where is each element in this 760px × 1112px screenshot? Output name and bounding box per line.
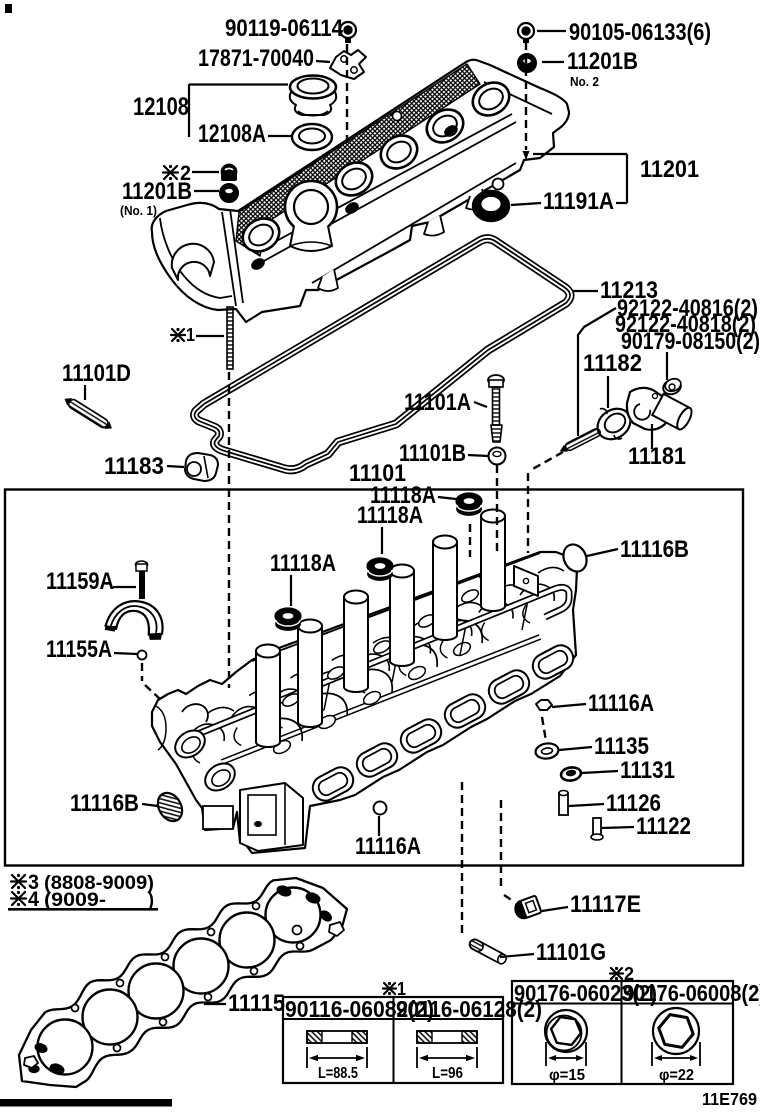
svg-text:(9009-: (9009-: [44, 890, 106, 911]
svg-text:11155A: 11155A: [46, 636, 112, 663]
svg-text:φ=15: φ=15: [549, 1067, 585, 1084]
svg-text:92122-40816(2): 92122-40816(2): [617, 295, 758, 322]
svg-text:11213: 11213: [600, 277, 658, 304]
svg-text:11201: 11201: [640, 156, 699, 183]
svg-text:11183: 11183: [104, 453, 164, 480]
svg-text:11126: 11126: [606, 790, 661, 817]
svg-text:17871-70040: 17871-70040: [198, 45, 314, 72]
svg-text:11201B: 11201B: [122, 178, 192, 205]
svg-text:11116A: 11116A: [355, 833, 421, 860]
svg-text:11117E: 11117E: [570, 891, 641, 918]
svg-text:90176-06023(2): 90176-06023(2): [514, 980, 657, 1006]
svg-text:1: 1: [186, 325, 195, 345]
svg-text:11191A: 11191A: [543, 188, 614, 215]
svg-text:3: 3: [28, 871, 39, 894]
svg-text:(8808-9009): (8808-9009): [44, 873, 154, 894]
svg-text:No. 2: No. 2: [570, 74, 599, 89]
svg-text:11118A: 11118A: [270, 550, 336, 577]
svg-text:(No. 1): (No. 1): [120, 203, 157, 218]
svg-text:11122: 11122: [636, 813, 691, 840]
svg-text:): ): [148, 890, 154, 911]
svg-text:90119-06114: 90119-06114: [225, 15, 343, 42]
svg-text:92122-40818(2): 92122-40818(2): [615, 311, 756, 338]
svg-text:11159A: 11159A: [46, 568, 114, 595]
svg-text:11115: 11115: [228, 990, 285, 1017]
svg-text:11116B: 11116B: [70, 790, 139, 817]
svg-text:1: 1: [397, 979, 406, 999]
svg-text:4: 4: [28, 888, 39, 911]
svg-text:12108A: 12108A: [198, 120, 266, 148]
svg-text:11E769: 11E769: [702, 1089, 757, 1109]
svg-text:φ=22: φ=22: [659, 1067, 694, 1084]
svg-text:12108: 12108: [133, 93, 189, 121]
svg-text:11101B: 11101B: [399, 440, 466, 467]
svg-text:90179-08150(2): 90179-08150(2): [621, 328, 760, 355]
svg-text:11182: 11182: [583, 350, 642, 377]
svg-text:11116A: 11116A: [588, 690, 654, 717]
svg-text:11101G: 11101G: [536, 939, 606, 966]
svg-text:11118A: 11118A: [370, 482, 436, 509]
svg-text:L=96: L=96: [432, 1065, 463, 1082]
svg-text:11131: 11131: [620, 757, 675, 784]
svg-text:11118A: 11118A: [357, 502, 423, 529]
svg-text:11201B: 11201B: [567, 48, 638, 75]
svg-text:11101A: 11101A: [404, 389, 471, 416]
svg-text:11116B: 11116B: [620, 536, 689, 563]
svg-text:11101: 11101: [349, 460, 406, 487]
svg-text:90116-06082(2): 90116-06082(2): [285, 996, 434, 1022]
svg-text:11101D: 11101D: [62, 360, 131, 387]
svg-text:90105-06133(6): 90105-06133(6): [569, 19, 711, 46]
svg-text:11135: 11135: [594, 733, 649, 760]
svg-text:11181: 11181: [628, 443, 686, 470]
svg-text:90116-06128(2): 90116-06128(2): [396, 996, 542, 1022]
svg-text:2: 2: [624, 964, 634, 984]
svg-text:L=88.5: L=88.5: [318, 1065, 358, 1082]
svg-text:2: 2: [180, 162, 191, 185]
svg-text:90176-06008(2): 90176-06008(2): [623, 980, 760, 1006]
